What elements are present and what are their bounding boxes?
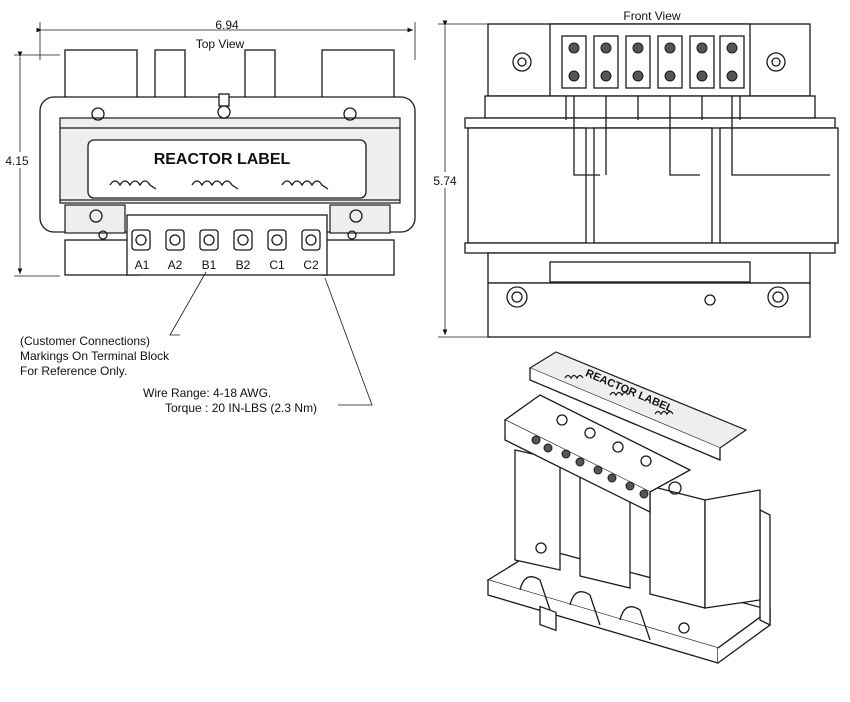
iso-terminals: [531, 414, 652, 632]
inductor-symbol: [109, 180, 329, 190]
note-torque: Torque : 20 IN-LBS (2.3 Nm): [165, 401, 317, 415]
top-view: 6.94 Top View 4.15 REACTOR LABEL: [5, 18, 416, 277]
terminal-label: C2: [303, 258, 319, 272]
top-view-height-dim: 4.15: [5, 154, 29, 168]
top-view-width-dim: 6.94: [215, 18, 239, 32]
front-view-height-dim: 5.74: [433, 174, 457, 188]
terminal-label: B2: [236, 258, 251, 272]
note-customer-3: For Reference Only.: [20, 364, 127, 378]
top-view-reactor-label: REACTOR LABEL: [154, 151, 291, 168]
terminal-block: [131, 229, 321, 251]
note-wire-range: Wire Range: 4-18 AWG.: [143, 386, 271, 400]
isometric-view: REACTOR LABEL: [486, 351, 772, 664]
terminal-label: B1: [202, 258, 217, 272]
top-view-title: Top View: [196, 37, 245, 51]
terminal-label: A1: [135, 258, 150, 272]
note-customer-1: (Customer Connections): [20, 334, 150, 348]
callouts: (Customer Connections) Markings On Termi…: [20, 271, 373, 415]
front-view: Front View 5.74: [430, 9, 839, 338]
terminal-label: A2: [168, 258, 183, 272]
front-view-title: Front View: [623, 9, 680, 23]
front-terminals: [561, 35, 745, 89]
terminal-label: C1: [269, 258, 285, 272]
note-customer-2: Markings On Terminal Block: [20, 349, 170, 363]
